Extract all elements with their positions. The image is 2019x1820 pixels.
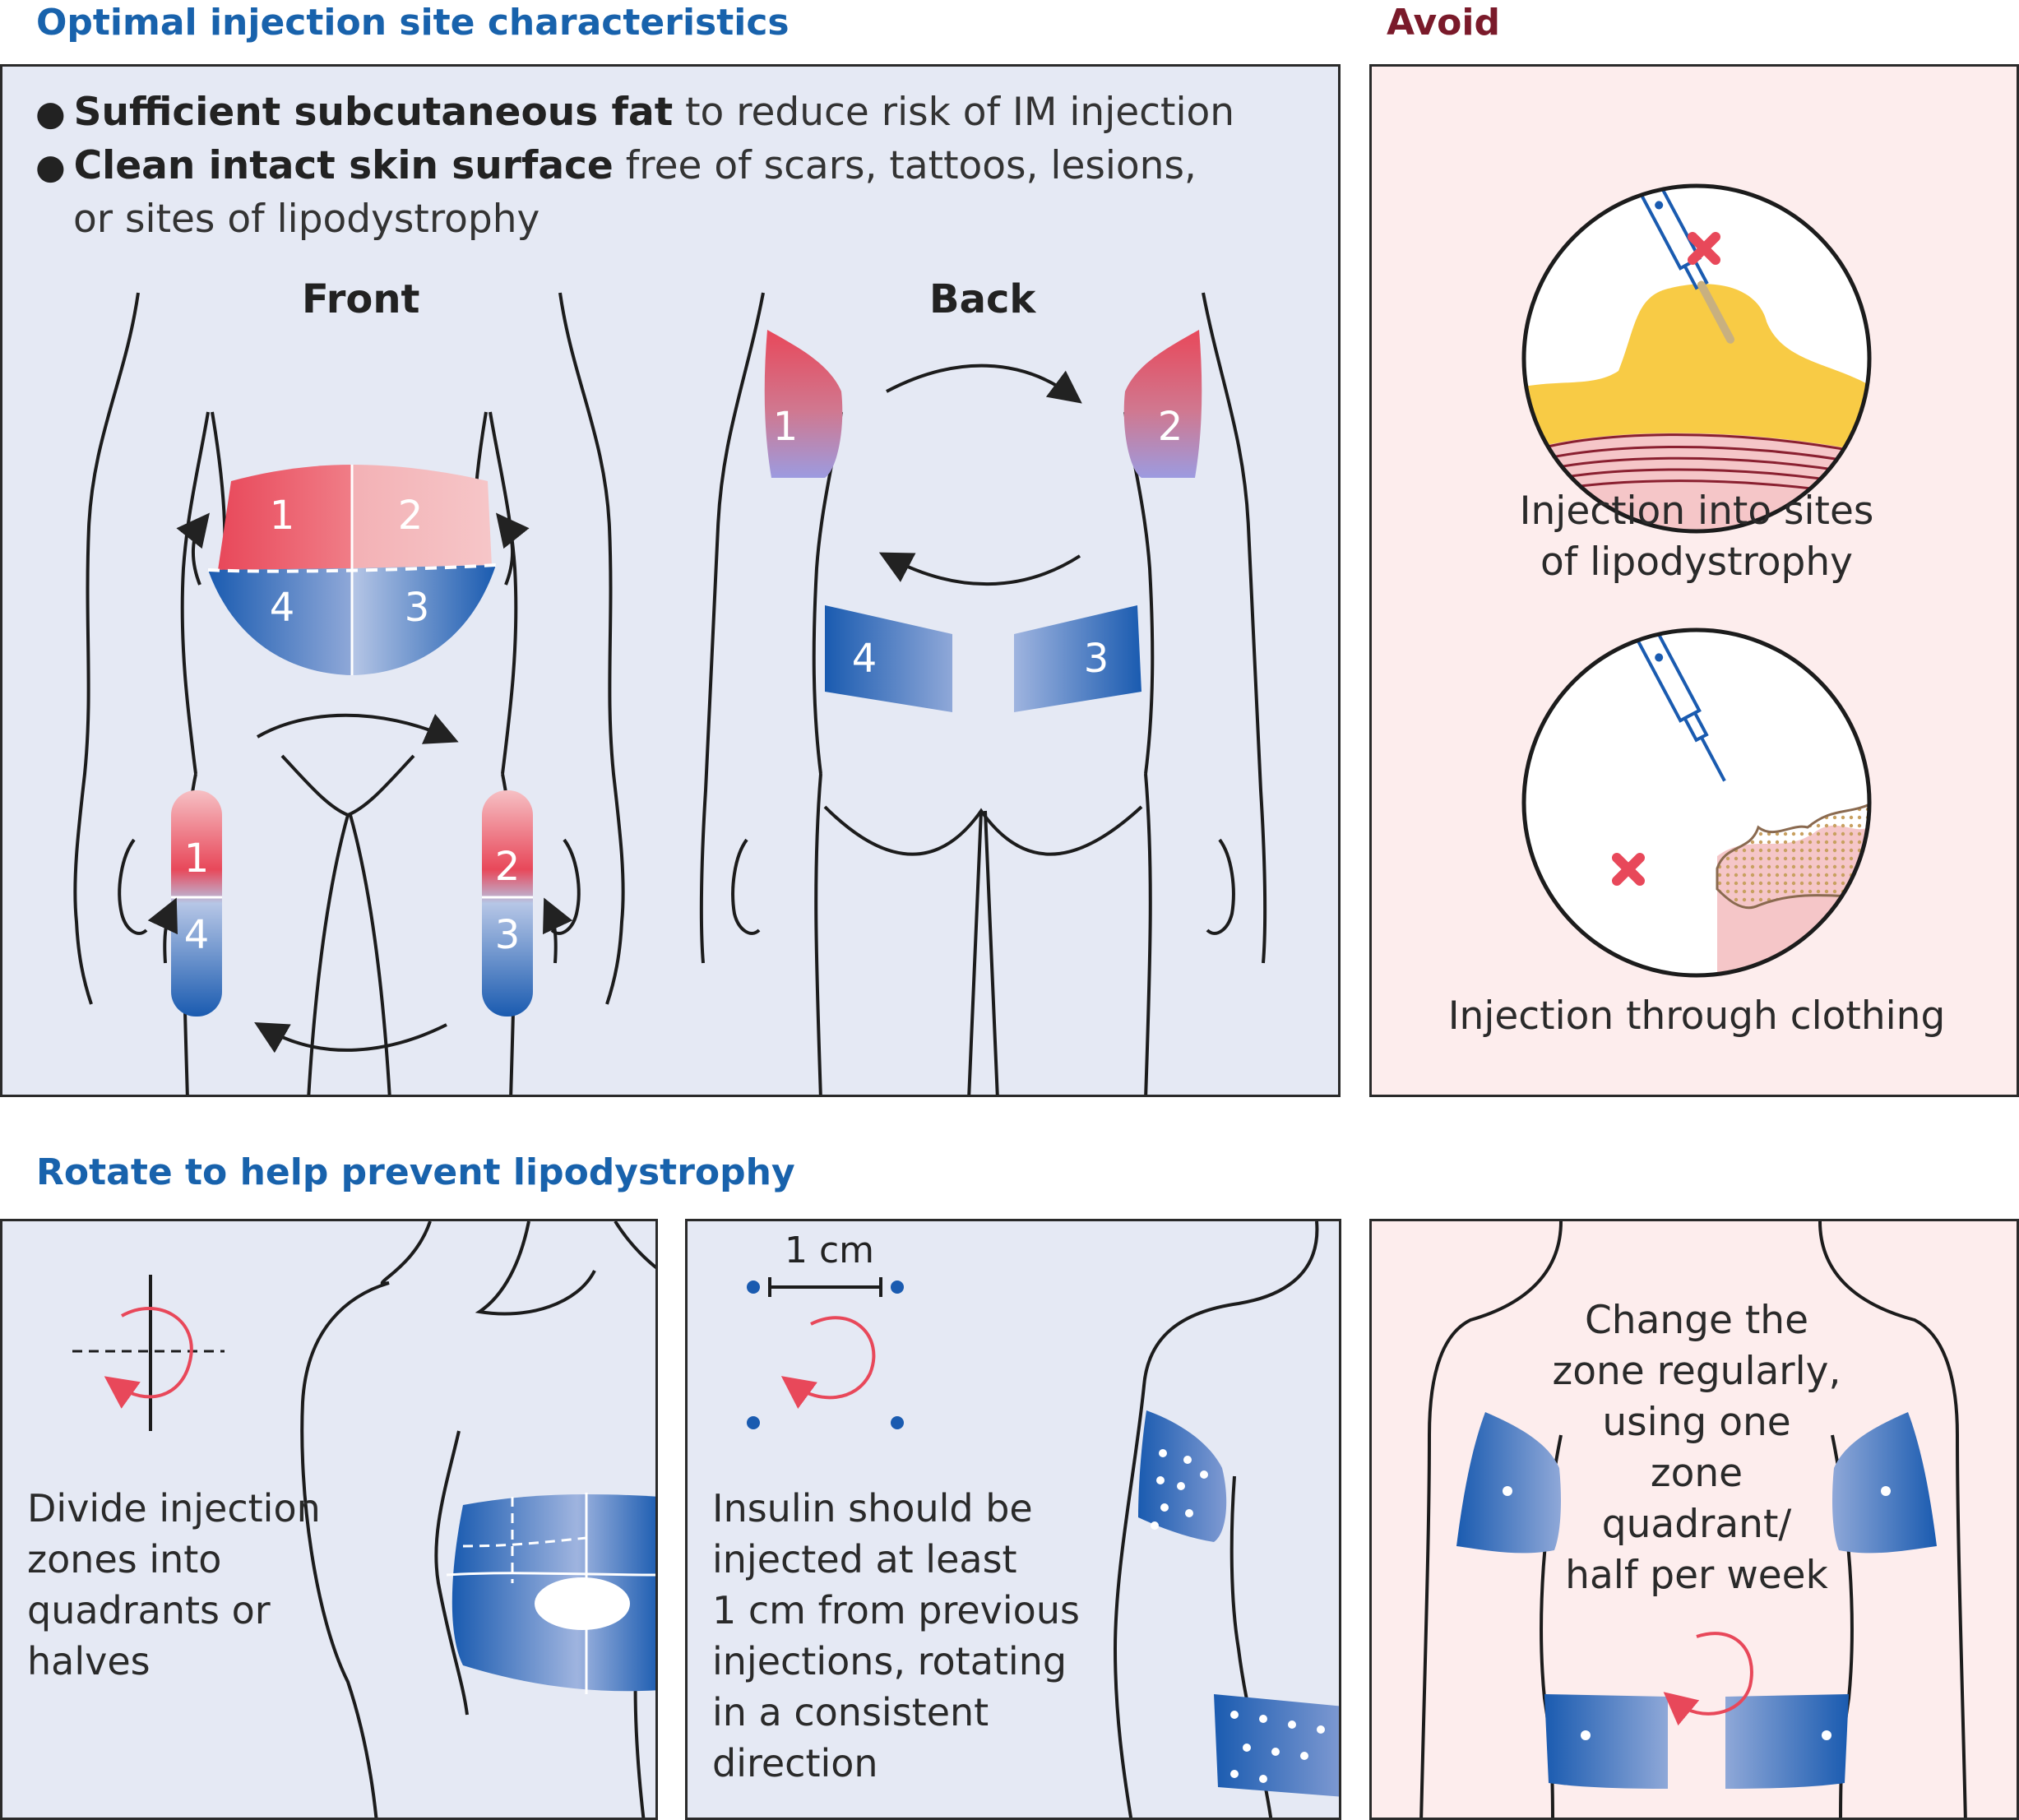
zone-number: 1 bbox=[269, 493, 295, 539]
rotate-arrow-icon bbox=[104, 1307, 193, 1409]
rotate-arrow-icon bbox=[1663, 1632, 1753, 1726]
characteristic-fat: ●Sufficient subcutaneous fat to reduce r… bbox=[35, 90, 1235, 135]
zone-number: 3 bbox=[404, 585, 430, 631]
weekly-zone-text: Change the zone regularly, using one zon… bbox=[1552, 1298, 1841, 1598]
right-abdomen-zone bbox=[1725, 1694, 1849, 1789]
back-right-arm-zone bbox=[1123, 330, 1202, 478]
cross-icon bbox=[1612, 853, 1645, 886]
front-body-outline bbox=[73, 292, 625, 1095]
cross-icon bbox=[1688, 232, 1720, 265]
distance-illustration bbox=[747, 1221, 1339, 1818]
zone-number: 4 bbox=[851, 636, 878, 682]
characteristic-skin: ●Clean intact skin surface free of scars… bbox=[35, 143, 1197, 188]
back-view-label: Back bbox=[929, 276, 1036, 322]
rotate-arrow-icon bbox=[780, 1316, 876, 1409]
avoid-heading: Avoid bbox=[1387, 2, 1500, 44]
back-left-buttock-zone bbox=[825, 605, 952, 712]
bullet-dot-icon: ● bbox=[35, 93, 66, 133]
distance-panel: 1 cm Insulin should be injected at least… bbox=[685, 1219, 1341, 1820]
zone-number: 4 bbox=[183, 912, 210, 958]
distance-text: Insulin should be injected at least 1 cm… bbox=[712, 1486, 1080, 1785]
clothing-illustration bbox=[1521, 628, 1872, 978]
back-left-arm-zone bbox=[764, 330, 843, 478]
rotate-heading: Rotate to help prevent lipodystrophy bbox=[36, 1151, 795, 1193]
front-right-thigh-zone bbox=[482, 790, 533, 1017]
back-right-buttock-zone bbox=[1014, 605, 1141, 712]
right-arm-zone bbox=[1832, 1412, 1937, 1554]
avoid-panel: Injection into sites of lipodystrophy In… bbox=[1369, 64, 2019, 1097]
front-left-thigh-zone bbox=[171, 790, 222, 1017]
navel-area bbox=[535, 1577, 630, 1630]
left-abdomen-zone bbox=[1544, 1694, 1668, 1789]
front-rotation-arrows bbox=[147, 512, 573, 1054]
zone-number: 2 bbox=[397, 493, 424, 539]
weekly-zone-illustration bbox=[1419, 1221, 1967, 1818]
distance-measure-label: 1 cm bbox=[785, 1230, 875, 1271]
zone-number: 2 bbox=[1157, 404, 1183, 450]
back-rotation-arrows bbox=[878, 364, 1082, 586]
front-abdomen-zones bbox=[207, 465, 497, 675]
upper-arm-zone bbox=[1138, 1410, 1227, 1542]
characteristic-skin-continued: or sites of lipodystrophy bbox=[73, 197, 540, 242]
quadrants-text: Divide injection zones into quadrants or… bbox=[27, 1486, 321, 1683]
left-arm-zone bbox=[1456, 1412, 1561, 1554]
zone-number: 3 bbox=[494, 912, 521, 958]
optimal-heading: Optimal injection site characteristics bbox=[36, 2, 790, 44]
weekly-zone-panel: Change the zone regularly, using one zon… bbox=[1369, 1219, 2019, 1820]
abdomen-zone bbox=[1214, 1694, 1339, 1797]
bullet-dot-icon: ● bbox=[35, 146, 66, 187]
zone-number: 1 bbox=[183, 836, 210, 882]
avoid-illustrations bbox=[1521, 183, 1872, 978]
body-map-illustration bbox=[73, 292, 1267, 1095]
zone-number: 3 bbox=[1083, 636, 1109, 682]
zone-number: 4 bbox=[269, 585, 295, 631]
quadrants-panel: Divide injection zones into quadrants or… bbox=[0, 1219, 658, 1820]
front-view-label: Front bbox=[302, 276, 420, 322]
quadrants-illustration bbox=[72, 1221, 655, 1818]
zone-number: 1 bbox=[772, 404, 799, 450]
avoid-caption-clothing: Injection through clothing bbox=[1447, 993, 1946, 1039]
zone-number: 2 bbox=[494, 844, 521, 890]
avoid-caption-lipodystrophy: Injection into sites of lipodystrophy bbox=[1519, 489, 1874, 585]
characteristics-list: ●Sufficient subcutaneous fat to reduce r… bbox=[35, 86, 1234, 246]
optimal-sites-panel: ●Sufficient subcutaneous fat to reduce r… bbox=[0, 64, 1341, 1097]
